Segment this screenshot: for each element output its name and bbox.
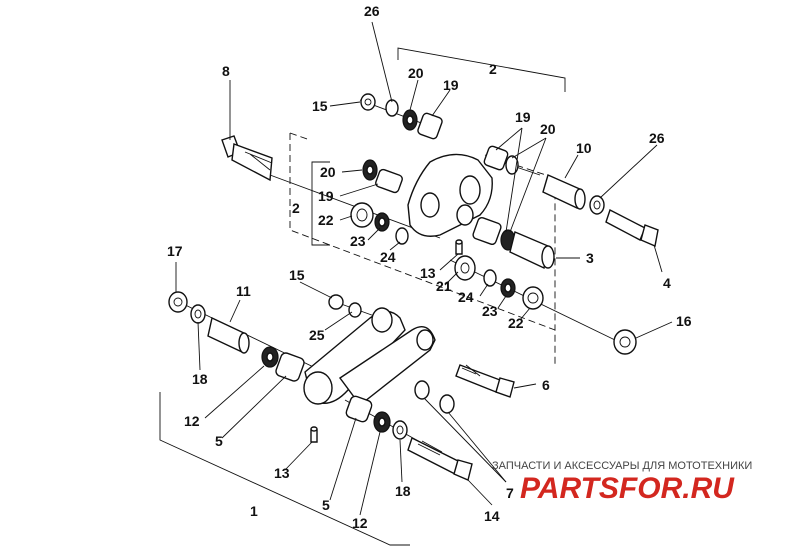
washer-26-right bbox=[589, 195, 605, 215]
callout-3: 3 bbox=[586, 250, 594, 266]
group-bracket-top bbox=[397, 47, 566, 92]
bearing-22-right bbox=[522, 286, 544, 310]
washer-7-b bbox=[439, 394, 455, 414]
callout-23-left: 23 bbox=[350, 233, 366, 249]
washer-20-left bbox=[362, 159, 378, 181]
washer-20-right bbox=[505, 155, 519, 175]
callout-14: 14 bbox=[484, 508, 500, 524]
callout-5-right: 5 bbox=[322, 497, 330, 513]
callout-24-right: 24 bbox=[458, 289, 474, 305]
group-bracket-bottom bbox=[159, 392, 410, 546]
callout-26-right: 26 bbox=[649, 130, 665, 146]
callout-12-right: 12 bbox=[352, 515, 368, 531]
callout-20-right: 20 bbox=[540, 121, 556, 137]
callout-20-top: 20 bbox=[408, 65, 424, 81]
watermark-caption: ЗАПЧАСТИ И АКСЕССУАРЫ ДЛЯ МОТОТЕХНИКИ bbox=[492, 460, 752, 472]
callout-18-right: 18 bbox=[395, 483, 411, 499]
callout-16: 16 bbox=[676, 313, 692, 329]
callout-15-lower: 15 bbox=[289, 267, 305, 283]
washer-18-left bbox=[190, 304, 206, 324]
callout-25: 25 bbox=[309, 327, 325, 343]
callout-13-lower: 13 bbox=[274, 465, 290, 481]
bushing-19-left bbox=[375, 168, 403, 194]
washer-24-right bbox=[483, 269, 497, 287]
upper-rocker bbox=[407, 153, 493, 237]
callout-21: 21 bbox=[436, 278, 452, 294]
seal-12-right bbox=[373, 411, 391, 433]
callout-19-right: 19 bbox=[515, 109, 531, 125]
bolt-6 bbox=[455, 364, 515, 398]
callout-24-left: 24 bbox=[380, 249, 396, 265]
sleeve-11 bbox=[207, 316, 250, 354]
sleeve-10 bbox=[542, 174, 586, 210]
watermark: ЗАПЧАСТИ И АКСЕССУАРЫ ДЛЯ МОТОТЕХНИКИ PA… bbox=[492, 460, 752, 505]
callout-26-top: 26 bbox=[364, 3, 380, 19]
washer-25 bbox=[348, 302, 362, 318]
bushing-5-right bbox=[345, 395, 373, 423]
callout-11: 11 bbox=[236, 283, 251, 299]
washer-20-top bbox=[402, 109, 418, 131]
callout-20-left: 20 bbox=[320, 164, 336, 180]
callout-22-right: 22 bbox=[508, 315, 524, 331]
nut-17 bbox=[168, 291, 188, 313]
nut-15-top bbox=[360, 93, 376, 111]
callout-10: 10 bbox=[576, 140, 592, 156]
callout-19-top: 19 bbox=[443, 77, 459, 93]
bushing-19-right bbox=[483, 145, 509, 171]
callout-4: 4 bbox=[663, 275, 671, 291]
grease-nipple-13-top bbox=[455, 239, 463, 255]
washer-18-right bbox=[392, 420, 408, 440]
callout-6: 6 bbox=[542, 377, 550, 393]
callout-7: 7 bbox=[506, 485, 514, 501]
callout-2-left: 2 bbox=[292, 200, 300, 216]
seal-23-right bbox=[500, 278, 516, 298]
bushing-5-left bbox=[275, 352, 305, 382]
bushing-19-lower bbox=[472, 216, 502, 246]
callout-19-left: 19 bbox=[318, 188, 334, 204]
bolt-14 bbox=[407, 437, 473, 481]
callout-labels: 26 20 19 15 2 8 19 20 10 26 20 19 2 22 2… bbox=[167, 3, 692, 531]
callout-12-left: 12 bbox=[184, 413, 200, 429]
bearing-22-left bbox=[350, 202, 374, 228]
watermark-logo: PARTSFOR.RU bbox=[520, 472, 735, 505]
bearing-21 bbox=[454, 255, 476, 281]
callout-5-left: 5 bbox=[215, 433, 223, 449]
washer-7-a bbox=[414, 380, 430, 400]
callout-22-left: 22 bbox=[318, 212, 334, 228]
washer-26-top bbox=[385, 99, 399, 117]
seal-12-left bbox=[261, 346, 279, 368]
bushing-19-top bbox=[417, 112, 443, 140]
leader-lines bbox=[175, 21, 673, 516]
grease-nipple-13-lower bbox=[310, 426, 318, 443]
callout-23-right: 23 bbox=[482, 303, 498, 319]
seal-23-left bbox=[374, 212, 390, 232]
sleeve-3 bbox=[509, 231, 555, 270]
callout-15-top: 15 bbox=[312, 98, 328, 114]
callout-1: 1 bbox=[250, 503, 258, 519]
bolt-4 bbox=[605, 209, 659, 247]
callout-13-top: 13 bbox=[420, 265, 436, 281]
bolt-8 bbox=[221, 135, 273, 182]
callout-17: 17 bbox=[167, 243, 183, 259]
callout-2-top: 2 bbox=[489, 61, 497, 77]
callout-8: 8 bbox=[222, 63, 230, 79]
nut-16 bbox=[613, 329, 637, 355]
nut-15-lower bbox=[328, 294, 344, 310]
group-bracket-left bbox=[311, 161, 330, 246]
lower-link bbox=[303, 307, 436, 406]
washer-24-left bbox=[395, 227, 409, 245]
callout-18-left: 18 bbox=[192, 371, 208, 387]
